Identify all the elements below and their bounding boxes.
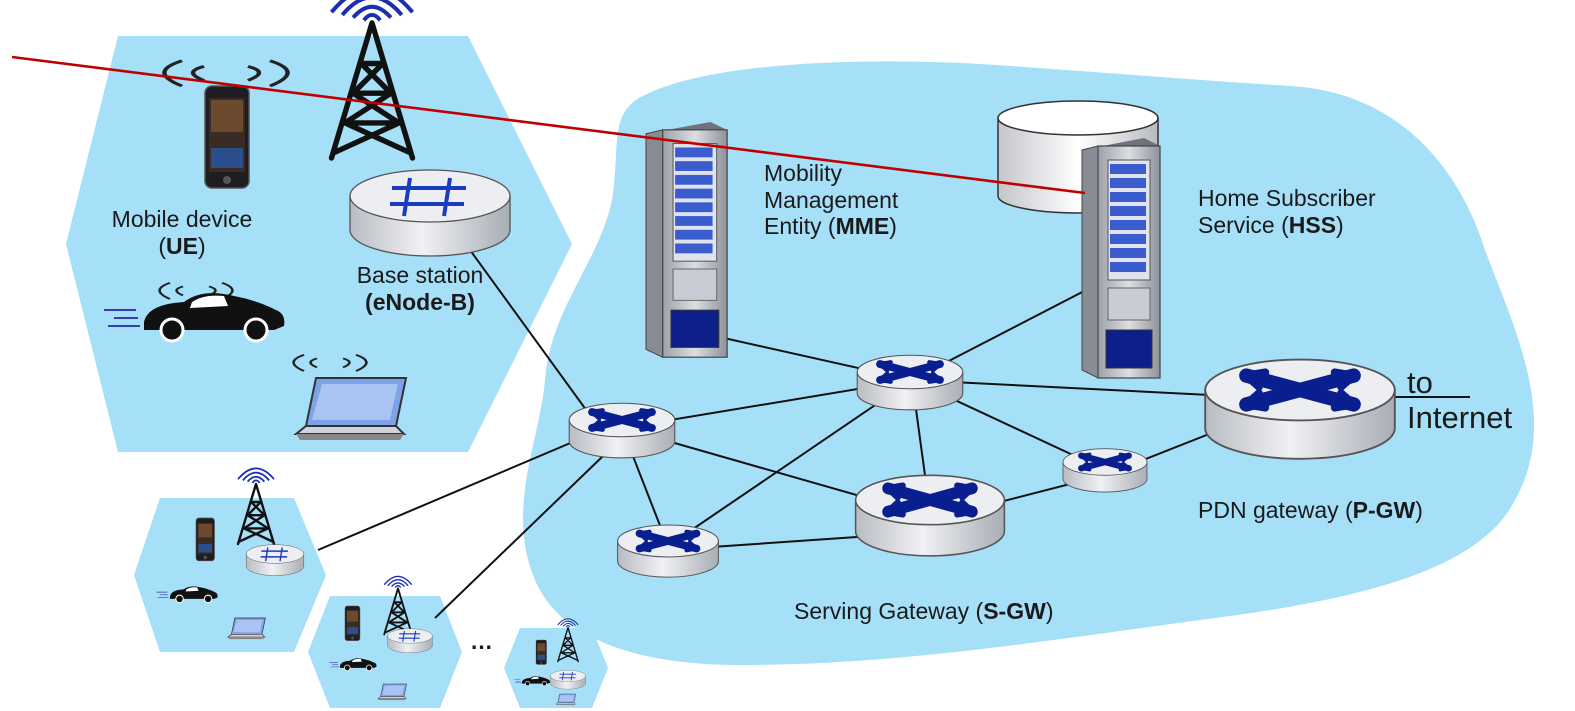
internet-label: to Internet (1407, 365, 1513, 435)
mme-line1: Mobility (764, 160, 842, 186)
ue-acronym: UE (166, 232, 198, 259)
phone-icon (195, 517, 215, 562)
cell-hexagon-small-3 (504, 628, 608, 708)
ellipsis-label: … (470, 628, 493, 654)
ue-paren-open: ( (158, 232, 167, 259)
router-icon (387, 628, 433, 654)
ue-paren-close: ) (197, 232, 206, 259)
database-icon (997, 100, 1159, 214)
server-icon (645, 121, 728, 358)
sgw-paren-close: ) (1045, 598, 1054, 624)
mobile-device-name: Mobile device (111, 206, 253, 232)
router-icon (348, 168, 512, 258)
mme-acronym: MME (835, 213, 890, 240)
hss-line2: Service ( (1198, 211, 1289, 238)
router-icon (549, 669, 587, 690)
hss-acronym: HSS (1288, 211, 1337, 238)
internet-line1: to (1407, 365, 1433, 400)
internet-line2: Internet (1407, 399, 1513, 435)
router-icon (569, 403, 675, 458)
base-station-acronym: (eNode-B) (365, 288, 475, 315)
sgw-text: Serving Gateway ( (794, 598, 984, 624)
phone-icon (204, 85, 250, 189)
pgw-acronym: P-GW (1352, 497, 1416, 523)
phone-icon (535, 639, 547, 665)
serving-gateway-label: Serving Gateway (S-GW) (794, 598, 1053, 625)
server-icon (1081, 137, 1161, 379)
mme-paren-close: ) (889, 213, 897, 240)
mme-line3: Entity ( (764, 213, 836, 240)
cell-hexagon-small-1 (134, 498, 326, 652)
pdn-gateway-router-icon (1205, 360, 1395, 459)
hss-label: Home Subscriber Service (HSS) (1198, 185, 1376, 238)
sgw-acronym: S-GW (983, 598, 1046, 624)
hss-line1: Home Subscriber (1198, 185, 1376, 211)
router-icon (618, 525, 719, 577)
pgw-text: PDN gateway ( (1198, 497, 1353, 523)
hss-paren-close: ) (1336, 211, 1344, 238)
router-icon (1063, 449, 1147, 492)
mobile-device-label: Mobile device (UE) (82, 206, 282, 259)
core-network-cloud (522, 61, 1535, 666)
phone-icon (344, 605, 361, 641)
cell-hexagon-main (66, 36, 572, 452)
serving-gateway-router-icon (856, 475, 1005, 556)
router-icon (245, 543, 305, 577)
base-station-name: Base station (356, 262, 484, 288)
mme-label: Mobility Management Entity (MME) (764, 160, 898, 240)
router-icon (857, 355, 963, 410)
annotation-line (11, 55, 1086, 195)
pgw-paren-close: ) (1415, 497, 1423, 523)
base-station-label: Base station (eNode-B) (320, 262, 520, 315)
pdn-gateway-label: PDN gateway (P-GW) (1198, 497, 1423, 524)
mme-line2: Management (764, 186, 899, 213)
